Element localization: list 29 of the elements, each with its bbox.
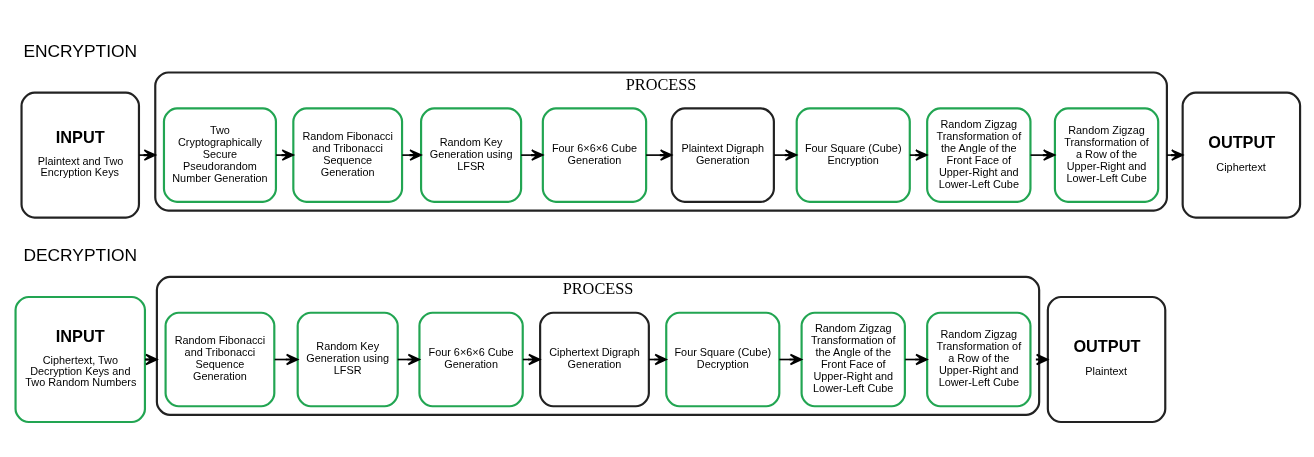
node-box: Random Zigzag Transformation of the Angle of the Front Face of Upper-Right and Lower-Left Cube bbox=[926, 107, 1032, 203]
node-box: OUTPUT Plaintext bbox=[1046, 295, 1167, 424]
label: ENCRYPTION bbox=[23, 41, 138, 62]
node-box: Four 6×6×6 Cube Generation bbox=[418, 311, 524, 408]
arrow bbox=[520, 149, 544, 161]
label: DECRYPTION bbox=[23, 245, 138, 266]
node-box: Four Square (Cube) Decryption bbox=[665, 311, 781, 408]
node-box: Random Zigzag Transformation of a Row of the Upper-Right and Lower-Left Cube bbox=[926, 311, 1032, 408]
node-box: Random Zigzag Transformation of the Angle of the Front Face of Upper-Right and Lower-Left Cube bbox=[800, 311, 906, 408]
node-box: INPUT Ciphertext, Two Decryption Keys and Two Random Numbers bbox=[14, 295, 146, 424]
arrow bbox=[645, 149, 673, 161]
node-box: OUTPUT Ciphertext bbox=[1181, 91, 1302, 219]
arrow bbox=[275, 149, 294, 161]
node-box: Four 6×6×6 Cube Generation bbox=[541, 107, 648, 203]
node-box: Random Key Generation using LFSR bbox=[420, 107, 523, 203]
node-box: Two Cryptographically Secure Pseudorandom Number Generation bbox=[162, 107, 278, 203]
arrow bbox=[1029, 149, 1056, 161]
node-box: Random Fibonacci and Tribonacci Sequence Generation bbox=[292, 107, 404, 203]
arrow bbox=[773, 149, 798, 161]
node-box: Random Fibonacci and Tribonacci Sequence Generation bbox=[164, 311, 276, 408]
node-box: INPUT Plaintext and Two Encryption Keys bbox=[20, 91, 141, 219]
node-box: Random Key Generation using LFSR bbox=[296, 311, 399, 408]
arrow bbox=[401, 149, 422, 161]
arrow bbox=[1166, 149, 1184, 161]
node-box: Plaintext Digraph Generation bbox=[670, 107, 775, 203]
node-box: Random Zigzag Transformation of a Row of the Upper-Right and Lower-Left Cube bbox=[1053, 107, 1160, 203]
node-box: Four Square (Cube) Encryption bbox=[795, 107, 911, 203]
node-box: Ciphertext Digraph Generation bbox=[539, 311, 650, 408]
arrow bbox=[909, 149, 928, 161]
